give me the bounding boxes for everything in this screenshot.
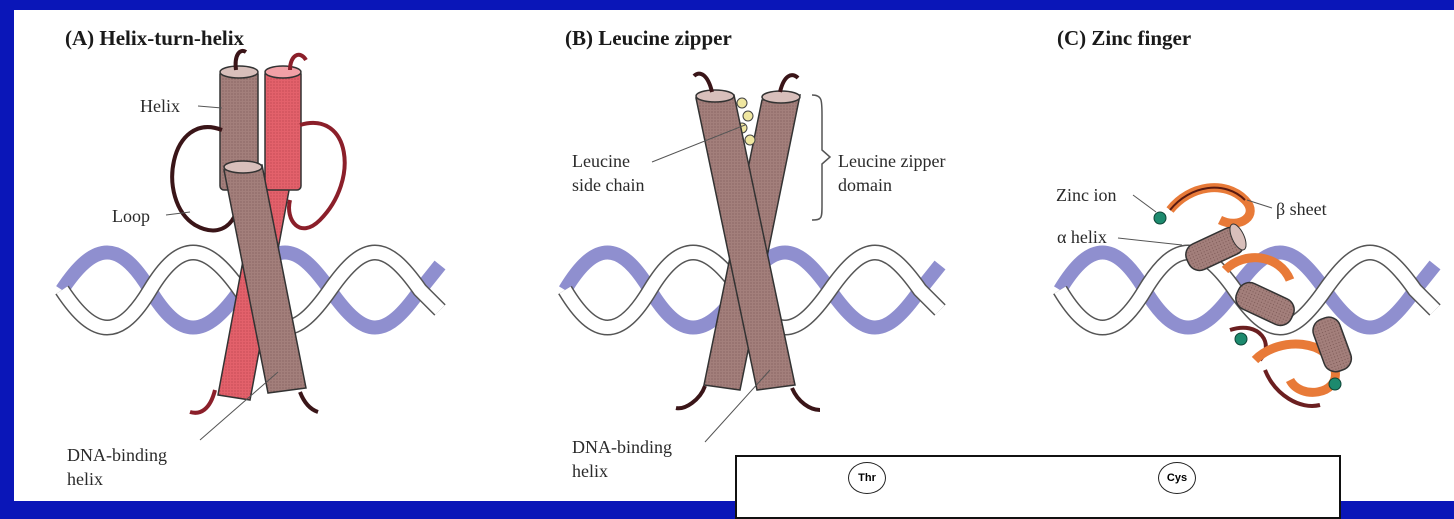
residue-cys-node: Cys [1158,462,1196,494]
helix-label: Helix [140,95,180,117]
dna-binding-label-b-line-2: helix [572,460,608,482]
alpha-helix-label: α helix [1057,226,1107,248]
panel-b-title: (B) Leucine zipper [565,26,732,51]
panel-c-title: (C) Zinc finger [1057,26,1191,51]
dna-binding-label-a-line-1: DNA-binding [67,444,167,466]
figure-frame: (A) Helix-turn-helix (B) Leucine zipper … [0,0,1454,501]
zinc-ion-label: Zinc ion [1056,184,1117,206]
beta-sheet-label: β sheet [1276,198,1327,220]
leucine-side-chain-label-line-2: side chain [572,174,644,196]
leucine-zipper-domain-label-line-2: domain [838,174,892,196]
residue-inset-box: Thr Cys [735,455,1341,519]
leucine-zipper-diagram [565,74,940,442]
panel-a-title: (A) Helix-turn-helix [65,26,244,51]
zinc-finger-diagram [1060,188,1435,406]
dna-binding-label-b-line-1: DNA-binding [572,436,672,458]
dna-binding-label-a-line-2: helix [67,468,103,490]
leucine-side-chain-label-line-1: Leucine [572,150,630,172]
figure-artwork [0,0,1454,501]
loop-label: Loop [112,205,150,227]
residue-thr-node: Thr [848,462,886,494]
leucine-zipper-domain-label-line-1: Leucine zipper [838,150,945,172]
hth-diagram [62,51,440,440]
